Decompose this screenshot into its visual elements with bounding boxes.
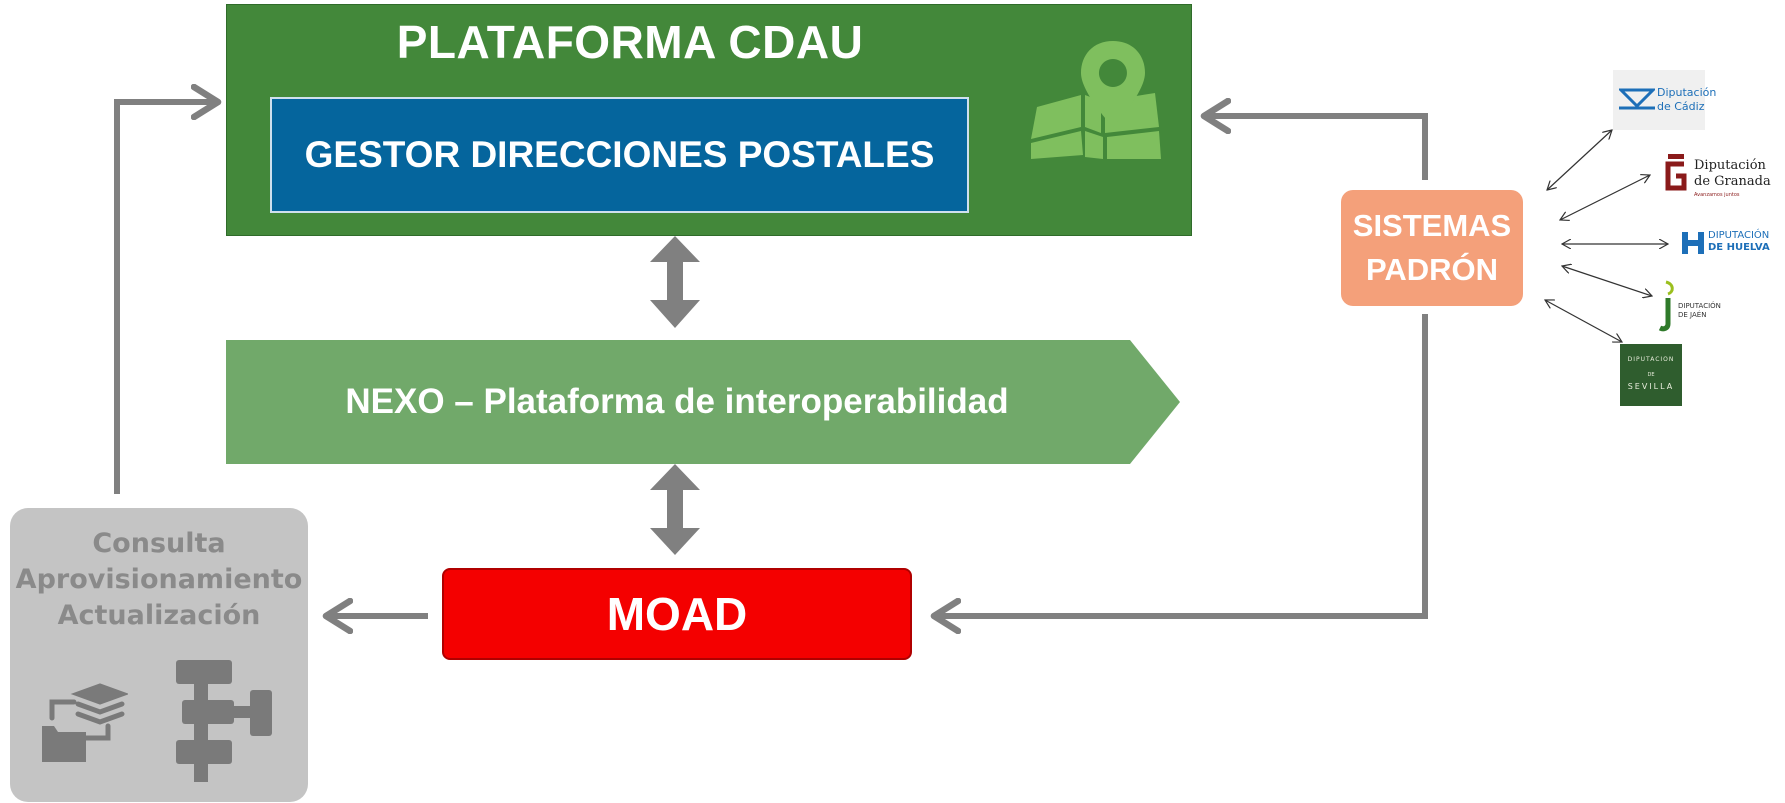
jaen-line-1: DIPUTACIÓN [1678, 302, 1721, 310]
granada-line-2: de Granada [1694, 174, 1771, 189]
sevilla-arc-text: DIPUTACION [1627, 356, 1675, 363]
folders-stack-icon [42, 683, 128, 762]
consulta-box: Consulta Aprovisionamiento Actualización [10, 508, 308, 802]
arrow-padron-to-cdau [1204, 116, 1428, 180]
sevilla-de: DE [1647, 372, 1655, 378]
huelva-line-1: DIPUTACIÓN [1708, 230, 1770, 241]
huelva-emblem-icon [1682, 232, 1704, 254]
granada-tagline: Avanzamos juntos [1694, 192, 1740, 198]
gestor-label: GESTOR DIRECCIONES POSTALES [304, 134, 935, 175]
flowchart-icon [176, 660, 272, 782]
cdau-title: PLATAFORMA CDAU [396, 16, 864, 68]
moad-label: MOAD [606, 588, 748, 640]
consulta-line-2: Aprovisionamiento [15, 564, 303, 595]
double-arrow-nexo-moad [650, 464, 700, 555]
double-arrow-cdau-nexo [650, 236, 700, 328]
link-padron-sevilla [1545, 300, 1622, 342]
sevilla-name: SEVILLA [1627, 382, 1675, 391]
logo-diputacion-sevilla: DIPUTACION DE SEVILLA [1620, 344, 1682, 406]
huelva-line-2: DE HUELVA [1708, 242, 1770, 253]
padron-line-1: SISTEMAS [1352, 208, 1512, 243]
gestor-direcciones-box: GESTOR DIRECCIONES POSTALES [270, 97, 969, 213]
consulta-line-1: Consulta [92, 528, 226, 559]
jaen-line-2: DE JAÉN [1678, 311, 1707, 319]
map-pin-icon [1031, 41, 1161, 159]
cdau-platform-box: PLATAFORMA CDAU GESTOR DIRECCIONES POSTA… [226, 4, 1192, 236]
moad-box: MOAD [442, 568, 912, 660]
jaen-emblem-icon [1658, 280, 1674, 332]
logo-diputacion-jaen: DIPUTACIÓN DE JAÉN [1658, 280, 1728, 332]
arrow-consulta-to-cdau [114, 102, 218, 494]
granada-emblem-icon [1665, 154, 1687, 191]
cadiz-line-1: Diputación [1657, 86, 1717, 99]
link-padron-jaen [1562, 266, 1652, 296]
cadiz-emblem-icon [1619, 88, 1655, 110]
logo-diputacion-granada: Diputación de Granada Avanzamos juntos [1664, 150, 1774, 206]
consulta-line-3: Actualización [57, 600, 261, 631]
cadiz-line-2: de Cádiz [1657, 100, 1705, 113]
nexo-label: NEXO – Plataforma de interoperabilidad [345, 382, 1009, 421]
link-padron-cadiz [1547, 130, 1612, 190]
logo-diputacion-cadiz: Diputación de Cádiz [1613, 70, 1716, 130]
granada-line-1: Diputación [1694, 158, 1766, 173]
logo-diputacion-huelva: DIPUTACIÓN DE HUELVA [1680, 226, 1785, 262]
padron-line-2: PADRÓN [1365, 252, 1499, 287]
nexo-shape [226, 340, 1180, 464]
link-padron-granada [1560, 175, 1650, 220]
sistemas-padron-box: SISTEMAS PADRÓN [1341, 190, 1523, 306]
